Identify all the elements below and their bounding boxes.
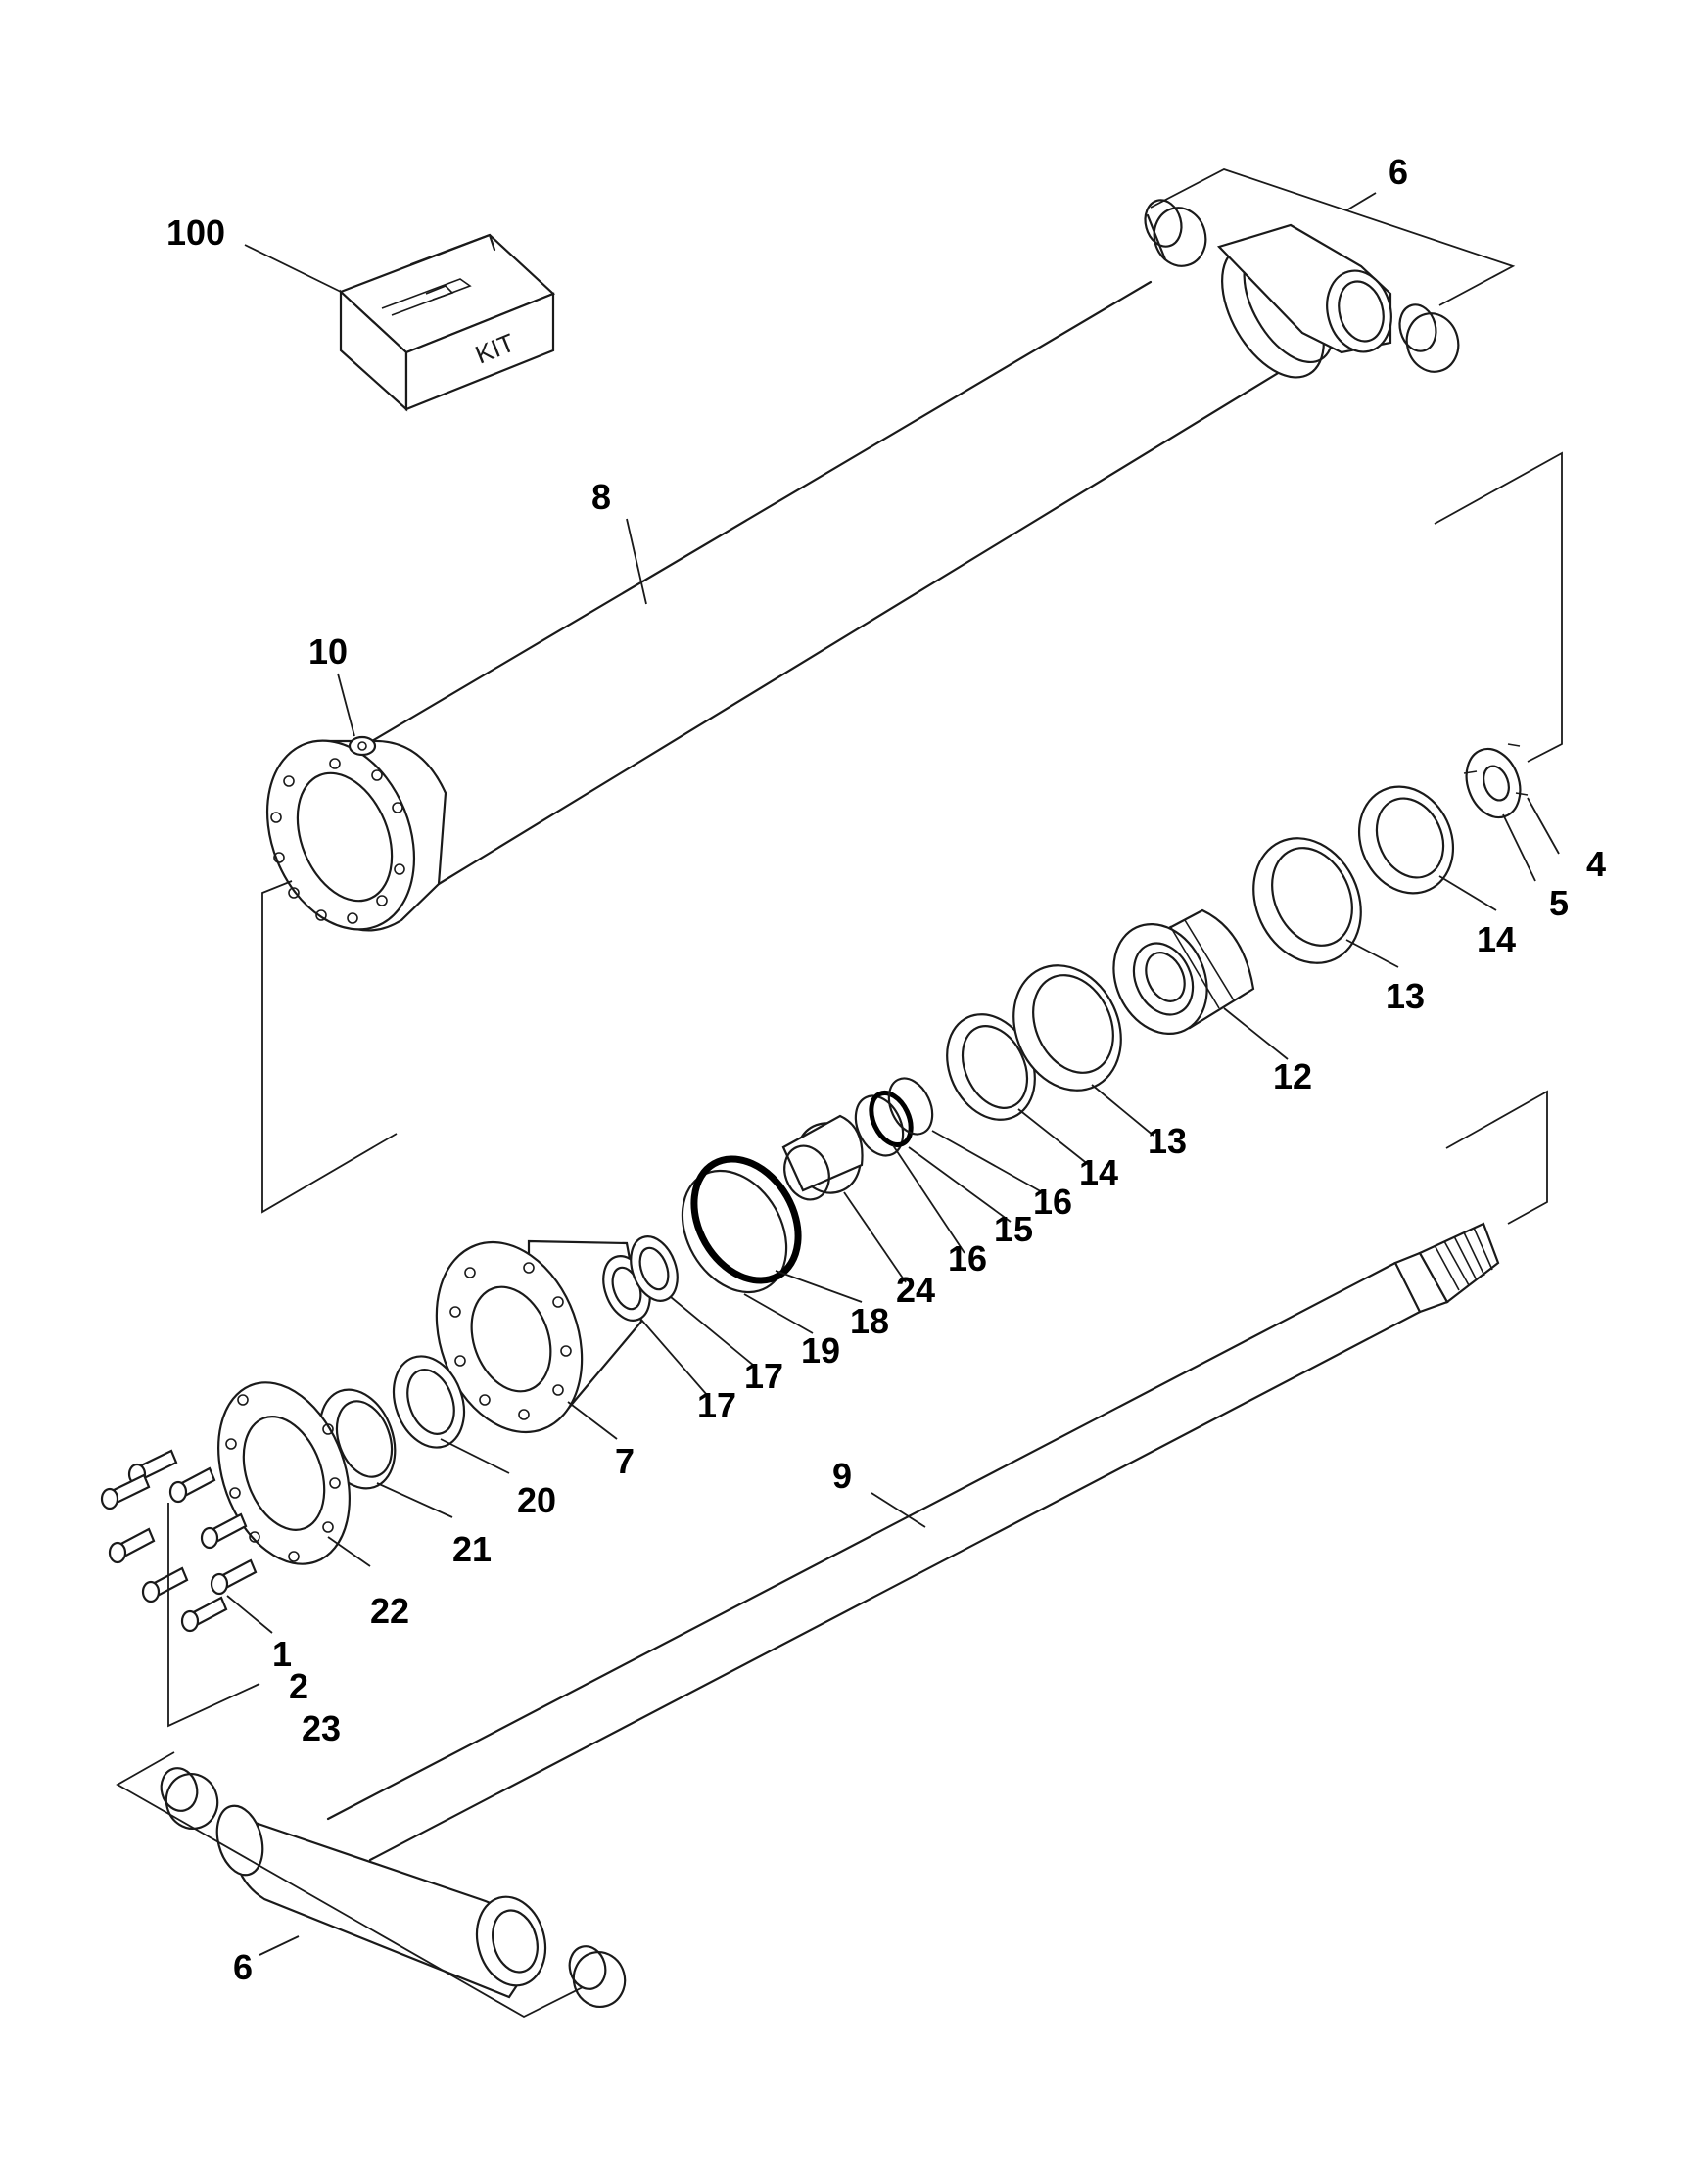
bracket-lines (116, 168, 1563, 2019)
cap-screws (100, 1449, 258, 1633)
rod-seal-17b (630, 1235, 679, 1302)
bushing-bottom-left (160, 1767, 219, 1830)
bushing-bottom-right (568, 1945, 627, 2008)
cylinder-barrel (265, 223, 1392, 932)
callout-4: 4 (1586, 844, 1606, 884)
seal-16b (887, 1077, 934, 1136)
callout-21: 21 (452, 1529, 492, 1569)
callout-1: 1 (272, 1634, 292, 1674)
piston-nut-4 (1463, 743, 1529, 819)
callout-8: 8 (591, 477, 611, 517)
o-ring-18 (690, 1155, 802, 1284)
callout-22: 22 (370, 1591, 409, 1631)
callout-9: 9 (832, 1456, 852, 1496)
callout-18: 18 (850, 1301, 889, 1341)
spacer-24 (781, 1114, 864, 1201)
wiper-20 (392, 1355, 466, 1449)
callout-17-lower: 17 (697, 1385, 736, 1425)
callout-5: 5 (1549, 883, 1569, 923)
bushing-top-left (1144, 199, 1207, 267)
callout-23: 23 (302, 1708, 341, 1748)
callout-16-upper: 16 (1033, 1182, 1072, 1222)
callout-15: 15 (994, 1209, 1033, 1249)
piston-seal-13-upper (1252, 837, 1362, 964)
callout-6-bottom: 6 (233, 1947, 253, 1987)
callout-7: 7 (615, 1441, 635, 1481)
callout-14-upper: 14 (1477, 919, 1516, 959)
leader-lines (226, 244, 1560, 1634)
seal-16a (854, 1094, 905, 1157)
callout-6-top: 6 (1389, 152, 1408, 192)
wear-ring-14-lower (946, 1013, 1036, 1121)
callout-13-lower: 13 (1148, 1121, 1187, 1161)
flange-plate-22 (217, 1381, 351, 1565)
callout-14-lower: 14 (1079, 1152, 1118, 1192)
bushing-top-right (1398, 303, 1460, 373)
piston-rod (215, 1222, 1500, 1999)
callout-17-upper: 17 (744, 1356, 783, 1396)
seal-15 (869, 1091, 914, 1147)
wear-ring-14-upper (1357, 785, 1455, 895)
callout-12: 12 (1273, 1056, 1312, 1096)
kit-box: KIT (338, 233, 556, 412)
piston-12 (1112, 908, 1255, 1036)
callout-13-upper: 13 (1386, 976, 1425, 1016)
callout-2: 2 (289, 1666, 308, 1706)
callout-20: 20 (517, 1480, 556, 1520)
callout-24: 24 (896, 1270, 935, 1310)
callout-10: 10 (308, 631, 348, 672)
callout-100: 100 (166, 212, 225, 253)
callout-labels: 100 6 8 10 4 5 14 13 12 13 14 16 15 16 2… (166, 152, 1606, 1987)
callout-16-lower: 16 (948, 1238, 987, 1278)
callout-19: 19 (801, 1330, 840, 1371)
